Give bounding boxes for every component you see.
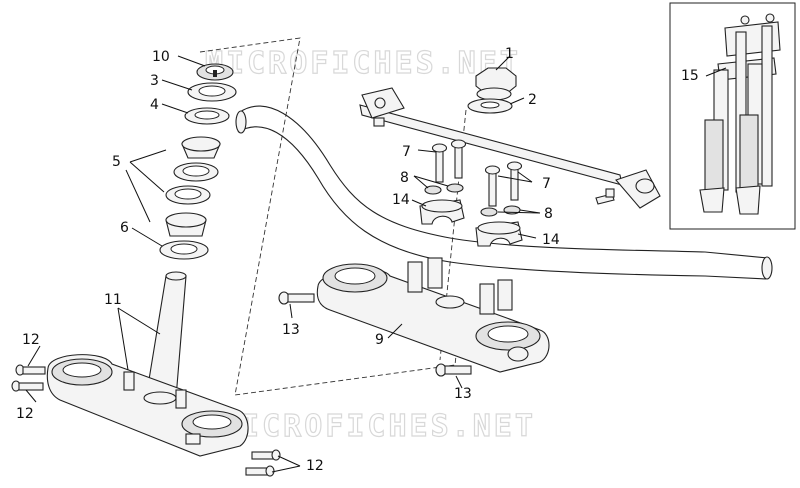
handlebar: [235, 105, 773, 280]
part-2-washer: [467, 98, 513, 114]
callout-labels: 1 2 3 4 5 6 7 7 8 8 9 10 11 12 12 12 13 …: [16, 46, 699, 474]
callout-3: 3: [150, 73, 159, 89]
callout-12-bottom: 12: [306, 458, 324, 474]
part-13-bolts: [278, 291, 472, 377]
part-9-upper-triple-clamp: [316, 257, 550, 373]
part-8-washers: [424, 183, 521, 217]
callout-4: 4: [150, 97, 159, 113]
callout-13-left: 13: [282, 322, 300, 338]
watermark-top: MICROFICHES.NET: [205, 46, 521, 81]
part-10-nut: [196, 63, 234, 81]
callout-9: 9: [375, 332, 384, 348]
callout-8-left: 8: [400, 170, 409, 186]
callout-2: 2: [528, 92, 537, 108]
part-14-clamps: [419, 199, 523, 247]
callout-8-right: 8: [544, 206, 553, 222]
callout-14-right: 14: [542, 232, 560, 248]
handle-rod: [359, 87, 661, 209]
watermark-bottom: MICROFICHES.NET: [220, 409, 536, 444]
fork-assembly: [699, 13, 781, 215]
callout-7-right: 7: [542, 176, 551, 192]
callout-10: 10: [152, 49, 170, 65]
callout-1: 1: [505, 46, 514, 62]
part-6-seal: [159, 240, 209, 260]
callout-7-left: 7: [402, 144, 411, 160]
callout-14-left: 14: [392, 192, 410, 208]
part-7-bolts: [431, 139, 523, 207]
part-4-ring: [184, 107, 230, 125]
callout-13-bottom: 13: [454, 386, 472, 402]
fork-inset: [669, 2, 796, 230]
part-5-bearings: [165, 136, 221, 237]
part-11-lower-triple-clamp: [46, 271, 249, 457]
part-3-ring: [187, 82, 237, 102]
callout-11: 11: [104, 292, 122, 308]
callout-5: 5: [112, 154, 121, 170]
callout-6: 6: [120, 220, 129, 236]
callout-15: 15: [681, 68, 699, 84]
part-1-nut: [475, 67, 517, 101]
callout-12-left: 12: [16, 406, 34, 422]
callout-12-top: 12: [22, 332, 40, 348]
part-12-bolts: [11, 364, 281, 477]
leader-lines: [25, 55, 727, 473]
